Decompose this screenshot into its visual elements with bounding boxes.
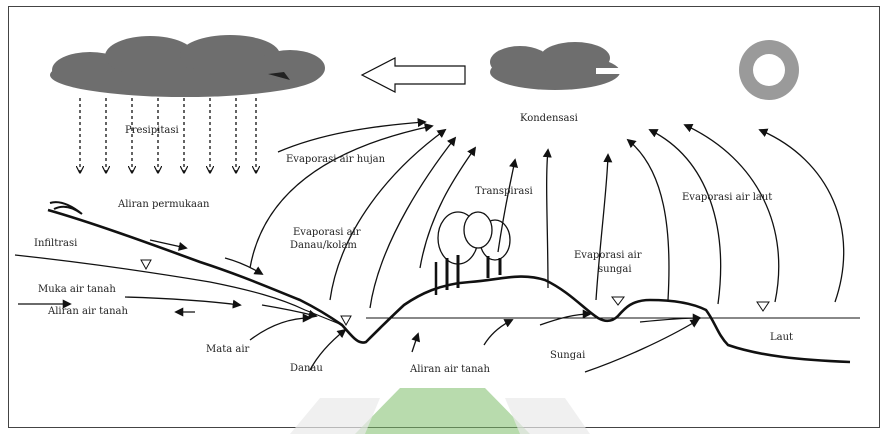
label-aliran-air-tanah-bottom: Aliran air tanah — [409, 364, 490, 375]
label-sungai: Sungai — [550, 350, 585, 361]
rain-cloud-icon — [50, 35, 325, 97]
sun-icon — [739, 40, 799, 100]
label-evaporasi-air-laut: Evaporasi air laut — [682, 192, 772, 203]
label-evaporasi-danau-line2: Danau/kolam — [290, 240, 357, 251]
label-presipitasi: Presipitasi — [125, 125, 179, 136]
label-evaporasi-sungai-line1: Evaporasi air — [574, 250, 642, 261]
label-evaporasi-danau-line1: Evaporasi air — [293, 227, 361, 238]
label-aliran-air-tanah-left: Aliran air tanah — [47, 306, 128, 317]
left-arrow-icon — [362, 58, 465, 92]
label-laut: Laut — [770, 332, 793, 343]
label-evaporasi-sungai-line2: sungai — [598, 264, 632, 275]
label-muka-air-tanah: Muka air tanah — [38, 284, 116, 295]
terrain — [15, 202, 860, 362]
label-aliran-permukaan: Aliran permukaan — [117, 199, 210, 210]
label-infiltrasi: Infiltrasi — [34, 238, 77, 249]
label-kondensasi: Kondensasi — [520, 113, 578, 124]
label-evaporasi-air-hujan: Evaporasi air hujan — [286, 154, 386, 165]
label-mata-air: Mata air — [206, 344, 250, 355]
label-transpirasi: Transpirasi — [475, 186, 533, 197]
water-level-triangle-icon — [141, 260, 769, 325]
label-danau: Danau — [290, 363, 323, 374]
cloud-icon — [490, 42, 630, 90]
